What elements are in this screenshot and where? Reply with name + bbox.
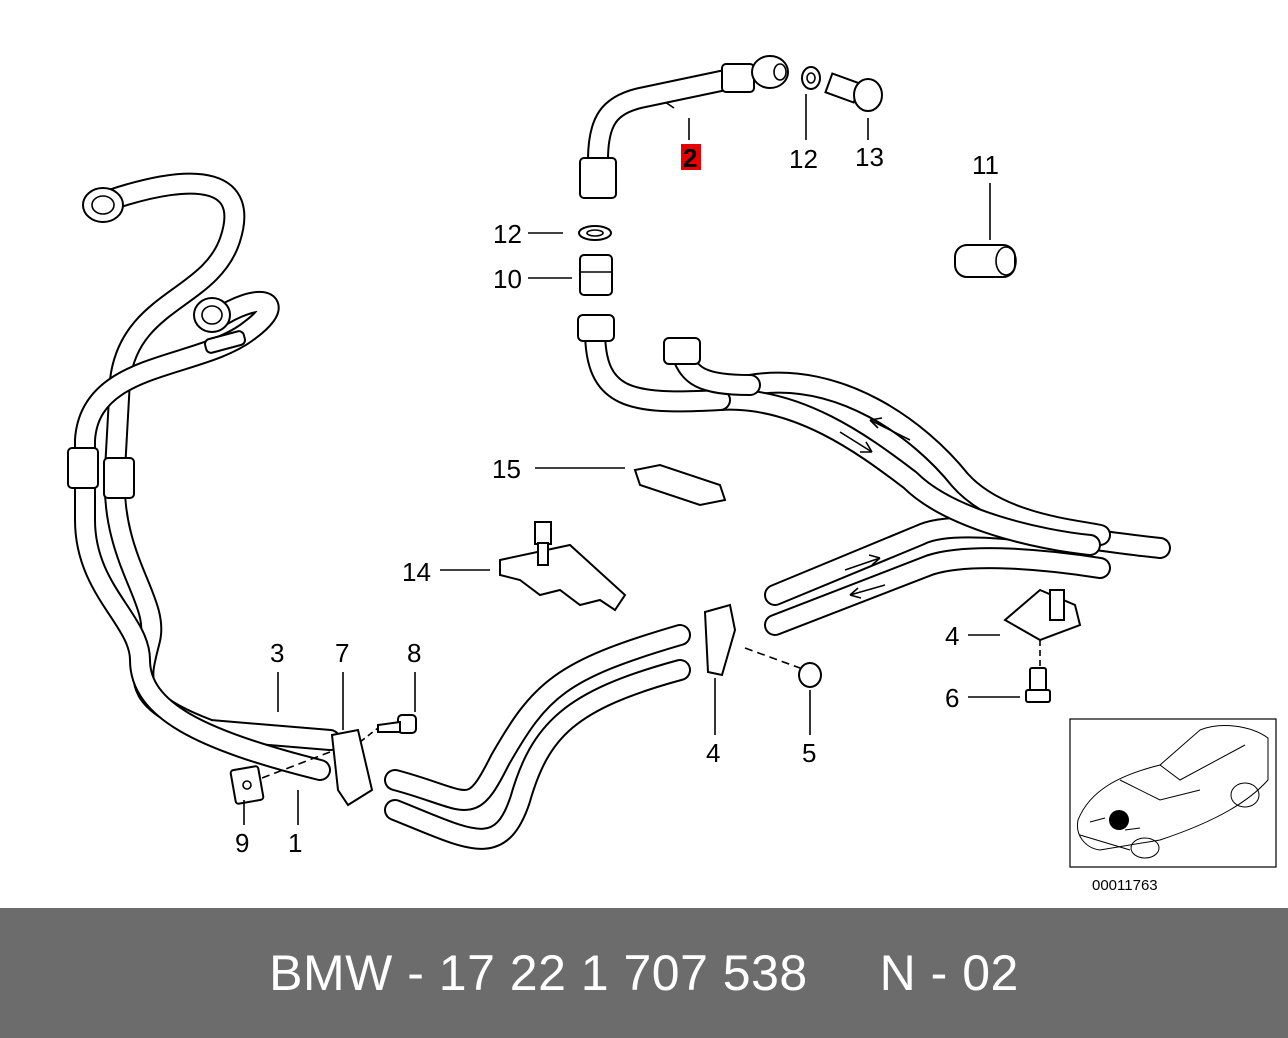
screw-8	[377, 714, 417, 734]
right-hose-pipes	[709, 371, 1171, 636]
upper-hose-part-2	[579, 55, 789, 199]
label-11: 11	[972, 150, 999, 180]
label-2: 2	[683, 143, 697, 173]
clamp-14	[499, 521, 627, 612]
label-14: 14	[402, 557, 431, 587]
label-10: 10	[493, 264, 522, 294]
label-9: 9	[235, 828, 249, 858]
bottom-hose-pipes	[384, 624, 691, 850]
banjo-bolt-13	[824, 72, 883, 112]
label-8: 8	[407, 638, 421, 668]
left-hose-pipes	[74, 172, 341, 781]
adapter-10	[579, 254, 613, 296]
label-4-center: 4	[706, 738, 720, 768]
label-3: 3	[270, 638, 284, 668]
left-hose-nuts	[67, 187, 247, 499]
label-12-top: 12	[789, 144, 818, 174]
label-4-right: 4	[945, 621, 959, 651]
washer-12-mid	[578, 225, 612, 241]
leader-lines	[243, 94, 1041, 825]
clip-15	[633, 463, 727, 507]
bracket-7	[330, 728, 374, 807]
label-6: 6	[945, 683, 959, 713]
part-number-text: BMW - 17 22 1 707 538 N - 02	[269, 945, 1019, 1001]
footer-bar: BMW - 17 22 1 707 538 N - 02	[0, 908, 1288, 1038]
parts-diagram: 2 12 13 11 12 10 15 14 3 7 8 9 1 4 5 4 6…	[67, 55, 1277, 894]
lower-hose-fittings	[577, 314, 761, 413]
inset-car-view: 00011763	[1069, 718, 1277, 894]
label-1: 1	[288, 828, 302, 858]
highlight-box	[681, 144, 701, 170]
location-marker	[1109, 810, 1129, 830]
label-15: 15	[492, 454, 521, 484]
bolt-6	[1025, 667, 1051, 703]
washer-12-top	[801, 66, 821, 90]
bracket-4-right	[1003, 588, 1082, 642]
label-13: 13	[855, 142, 884, 172]
inset-code: 00011763	[1092, 877, 1158, 894]
adapter-11	[954, 244, 1017, 278]
label-7: 7	[335, 638, 349, 668]
bracket-4-center	[703, 603, 737, 677]
car-illustration	[1076, 725, 1269, 859]
nut-9	[229, 765, 265, 805]
label-5: 5	[802, 738, 816, 768]
label-12-mid: 12	[493, 219, 522, 249]
nut-5	[798, 662, 822, 688]
